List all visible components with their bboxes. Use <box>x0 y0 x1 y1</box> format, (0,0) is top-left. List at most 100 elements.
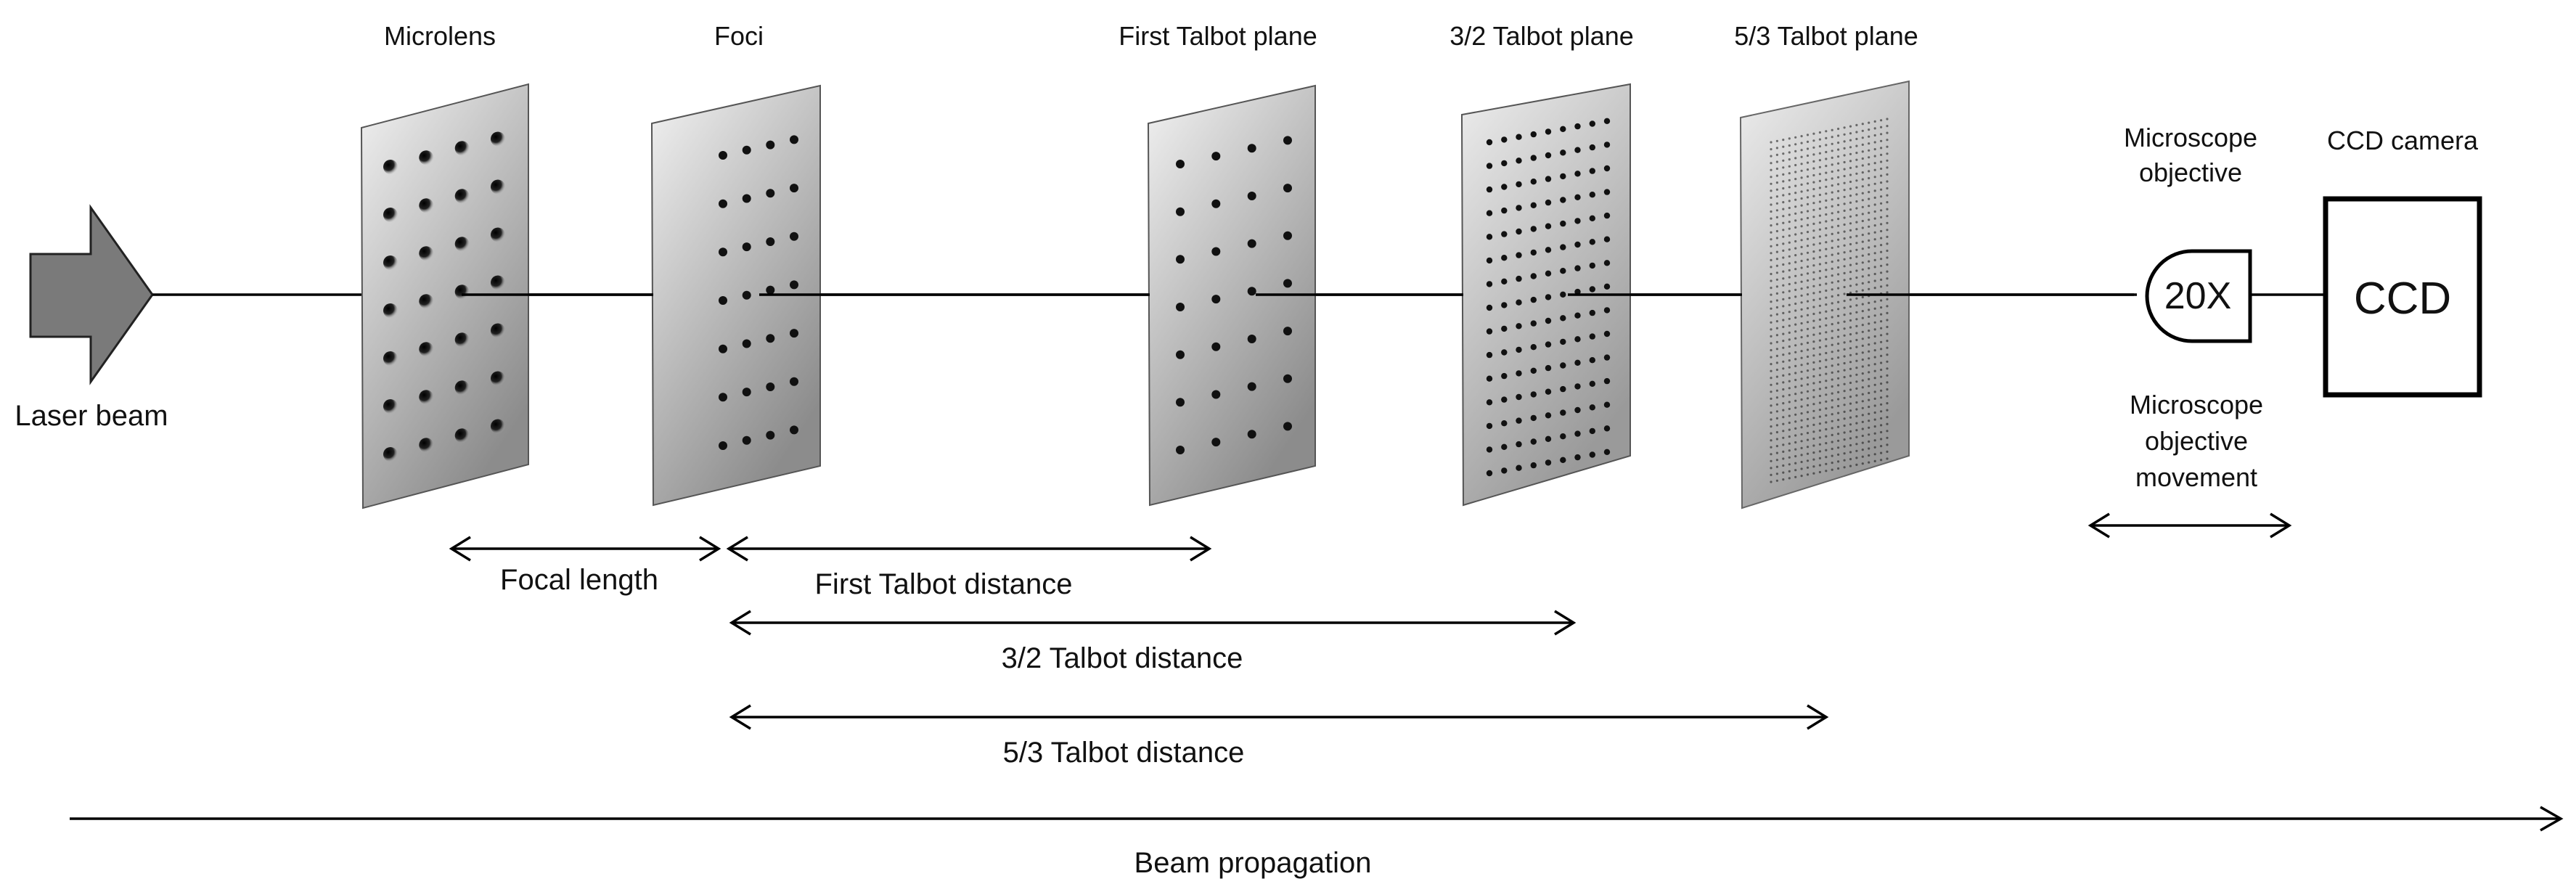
five-thirds-talbot-spot <box>1861 192 1864 195</box>
five-thirds-talbot-spot <box>1861 164 1864 167</box>
five-thirds-talbot-spot <box>1886 374 1889 377</box>
five-thirds-talbot-spot <box>1868 135 1870 138</box>
five-thirds-talbot-spot <box>1861 240 1864 243</box>
five-thirds-talbot-spot <box>1812 271 1815 274</box>
five-thirds-talbot-spot <box>1843 314 1846 316</box>
five-thirds-talbot-spot <box>1831 274 1833 277</box>
five-thirds-talbot-spot <box>1868 128 1870 131</box>
five-thirds-talbot-spot <box>1831 364 1833 367</box>
five-thirds-talbot-spot <box>1812 285 1815 287</box>
five-thirds-talbot-spot <box>1843 466 1846 469</box>
five-thirds-talbot-spot <box>1880 250 1883 253</box>
five-thirds-talbot-spot <box>1880 237 1883 240</box>
five-thirds-talbot-spot <box>1886 221 1889 224</box>
three-halves-talbot-spot <box>1574 312 1581 319</box>
three-halves-talbot-spot <box>1574 265 1581 271</box>
five-thirds-talbot-spot <box>1843 431 1846 434</box>
five-thirds-talbot-spot <box>1837 232 1840 234</box>
microlens-spot <box>454 189 470 204</box>
five-thirds-talbot-spot <box>1818 339 1821 342</box>
five-thirds-talbot-spot <box>1794 136 1797 139</box>
five-thirds-talbot-spot <box>1868 197 1870 200</box>
five-thirds-talbot-spot <box>1806 376 1810 379</box>
five-thirds-talbot-spot <box>1782 395 1785 398</box>
five-thirds-talbot-spot <box>1873 252 1876 255</box>
foci-spot <box>790 280 798 290</box>
five-thirds-talbot-spot <box>1868 149 1870 152</box>
three-halves-talbot-spot <box>1603 260 1611 266</box>
five-thirds-talbot-spot <box>1843 230 1846 233</box>
three-halves-talbot-spot <box>1486 446 1493 453</box>
five-thirds-talbot-spot <box>1868 246 1870 249</box>
five-thirds-talbot-spot <box>1880 361 1883 364</box>
five-thirds-talbot-spot <box>1873 127 1876 130</box>
five-thirds-talbot-spot <box>1843 300 1846 303</box>
three-halves-talbot-spot <box>1486 328 1493 335</box>
five-thirds-talbot-spot <box>1843 147 1846 150</box>
five-thirds-talbot-spot <box>1788 477 1791 480</box>
five-thirds-talbot-spot <box>1855 234 1858 237</box>
five-thirds-talbot-spot <box>1886 242 1889 245</box>
five-thirds-talbot-spot <box>1837 203 1840 207</box>
five-thirds-talbot-spot <box>1831 170 1833 173</box>
five-thirds-talbot-spot <box>1861 400 1864 403</box>
five-thirds-talbot-spot <box>1837 134 1840 137</box>
three-halves-talbot-spot <box>1545 223 1552 229</box>
five-thirds-talbot-spot <box>1849 187 1852 190</box>
five-thirds-talbot-spot <box>1794 469 1797 472</box>
five-thirds-talbot-spot <box>1812 472 1815 475</box>
five-thirds-talbot-spot <box>1873 224 1876 227</box>
three-halves-talbot-spot <box>1560 457 1566 463</box>
five-thirds-talbot-spot <box>1806 404 1810 407</box>
five-thirds-talbot-spot <box>1812 444 1815 447</box>
five-thirds-talbot-spot <box>1873 210 1876 213</box>
five-thirds-talbot-spot <box>1806 168 1810 171</box>
five-thirds-talbot-spot <box>1837 460 1840 463</box>
five-thirds-talbot-spot <box>1886 388 1889 391</box>
five-thirds-talbot-spot <box>1873 231 1876 234</box>
five-thirds-talbot-spot <box>1831 253 1833 256</box>
five-thirds-talbot-spot <box>1861 178 1864 181</box>
five-thirds-talbot-spot <box>1837 224 1840 227</box>
five-thirds-talbot-spot <box>1868 191 1870 194</box>
three-halves-talbot-spot <box>1530 179 1537 185</box>
five-thirds-talbot-spot <box>1886 208 1889 210</box>
five-thirds-talbot-spot <box>1788 290 1791 292</box>
five-thirds-talbot-spot <box>1849 451 1852 454</box>
five-thirds-talbot-spot <box>1818 311 1821 314</box>
five-thirds-talbot-spot <box>1886 166 1889 169</box>
five-thirds-talbot-spot <box>1843 251 1846 254</box>
five-thirds-talbot-spot <box>1794 198 1797 201</box>
five-thirds-talbot-spot <box>1831 308 1833 312</box>
five-thirds-talbot-spot <box>1794 344 1797 347</box>
foci-spot <box>742 339 751 348</box>
five-thirds-talbot-spot <box>1770 224 1772 227</box>
five-thirds-talbot-spot <box>1818 179 1821 182</box>
five-thirds-talbot-spot <box>1782 443 1785 446</box>
five-thirds-talbot-spot <box>1782 249 1785 252</box>
five-thirds-talbot-spot <box>1794 274 1797 277</box>
five-thirds-talbot-spot <box>1775 195 1778 198</box>
five-thirds-talbot-spot <box>1775 410 1778 413</box>
five-thirds-talbot-spot <box>1806 189 1810 192</box>
five-thirds-talbot-spot <box>1788 172 1791 175</box>
five-thirds-talbot-spot <box>1855 144 1858 147</box>
five-thirds-talbot-spot <box>1788 428 1791 431</box>
five-thirds-talbot-spot <box>1770 314 1772 317</box>
five-thirds-talbot-spot <box>1806 245 1810 247</box>
five-thirds-talbot-spot <box>1855 255 1858 258</box>
five-thirds-talbot-spot <box>1788 421 1791 425</box>
five-thirds-talbot-spot <box>1770 369 1772 372</box>
five-thirds-talbot-spot <box>1837 197 1840 200</box>
five-thirds-talbot-spot <box>1794 475 1797 478</box>
five-thirds-talbot-spot <box>1861 324 1864 327</box>
five-thirds-talbot-spot <box>1788 380 1791 382</box>
five-thirds-talbot-spot <box>1855 318 1858 321</box>
five-thirds-talbot-spot <box>1775 306 1778 309</box>
five-thirds-talbot-spot <box>1873 134 1876 137</box>
five-thirds-talbot-spot <box>1794 219 1797 222</box>
five-thirds-talbot-spot <box>1818 249 1821 252</box>
five-thirds-talbot-spot <box>1770 321 1772 324</box>
microlens-spot <box>383 160 398 174</box>
five-thirds-talbot-spot <box>1782 229 1785 232</box>
